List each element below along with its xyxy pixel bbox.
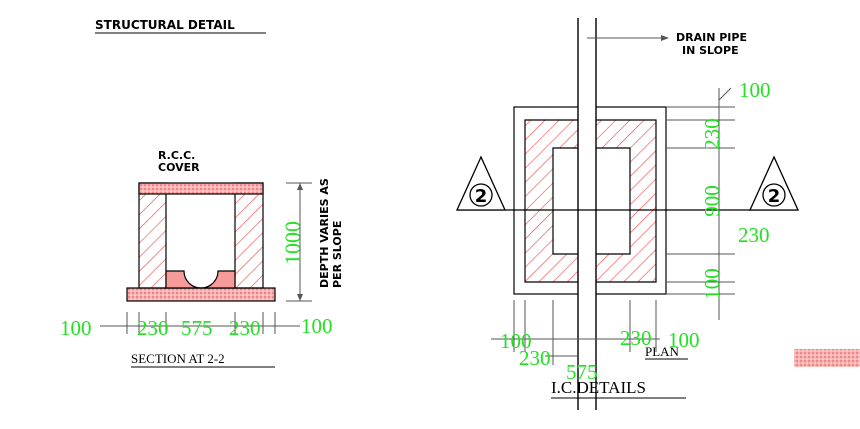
- plan-dim-bottom-right: 100: [668, 328, 700, 352]
- right-wall: [234, 182, 264, 289]
- plan-label: PLAN: [645, 344, 680, 359]
- section-dim-wall-right: 230: [229, 316, 261, 340]
- depth-value: 1000: [280, 221, 305, 265]
- page-title: STRUCTURAL DETAIL: [95, 18, 235, 32]
- plan-dim-bottom-left: 100: [500, 329, 532, 353]
- plan-wall-ring: [524, 119, 657, 283]
- plan-dim-bottom-wall-right: 230: [620, 326, 652, 350]
- depth-note-line1: DEPTH VARIES AS: [318, 178, 331, 288]
- plan-view: 2 2 DRAIN PIPE IN SLOPE 100 230 900 230 …: [455, 18, 800, 410]
- section-dim-clear: 575: [181, 316, 213, 340]
- plan-dim-right-wall-top: 230: [700, 118, 724, 150]
- plan-dim-right-top: 100: [739, 78, 771, 102]
- section-caption: SECTION AT 2-2: [131, 351, 225, 366]
- drain-label-line1: DRAIN PIPE: [676, 31, 747, 44]
- rcc-cover: [138, 182, 264, 195]
- plan-dim-bottom-wall-left: 230: [519, 346, 551, 370]
- base-slab: [126, 287, 276, 302]
- cover-label-line1: R.C.C.: [158, 149, 195, 162]
- cover-label-line2: COVER: [158, 161, 200, 174]
- section-dim-right: 100: [301, 314, 333, 338]
- drain-label-line2: IN SLOPE: [682, 44, 739, 57]
- plan-dim-right-wall-bottom: 230: [738, 223, 770, 247]
- plan-dim-right-clear: 900: [700, 185, 724, 217]
- section-marker-left-label: 2: [475, 186, 488, 207]
- section-view: R.C.C. COVER 1000 DEPTH VARIES AS PER SL…: [60, 149, 344, 368]
- plan-dim-right-bottom: 100: [700, 268, 724, 300]
- plan-caption: I.C.DETAILS: [551, 378, 646, 397]
- section-dim-wall-left: 230: [137, 316, 169, 340]
- partial-hatch-strip: [794, 349, 860, 367]
- channel-bed: [165, 270, 236, 289]
- section-marker-right: 2: [748, 155, 800, 211]
- depth-note-line2: PER SLOPE: [331, 221, 344, 288]
- section-marker-right-label: 2: [768, 186, 781, 207]
- left-wall: [138, 182, 167, 289]
- section-dim-left: 100: [60, 316, 92, 340]
- plan-dim-bottom-clear: 575: [566, 360, 598, 384]
- section-marker-left: 2: [455, 155, 507, 211]
